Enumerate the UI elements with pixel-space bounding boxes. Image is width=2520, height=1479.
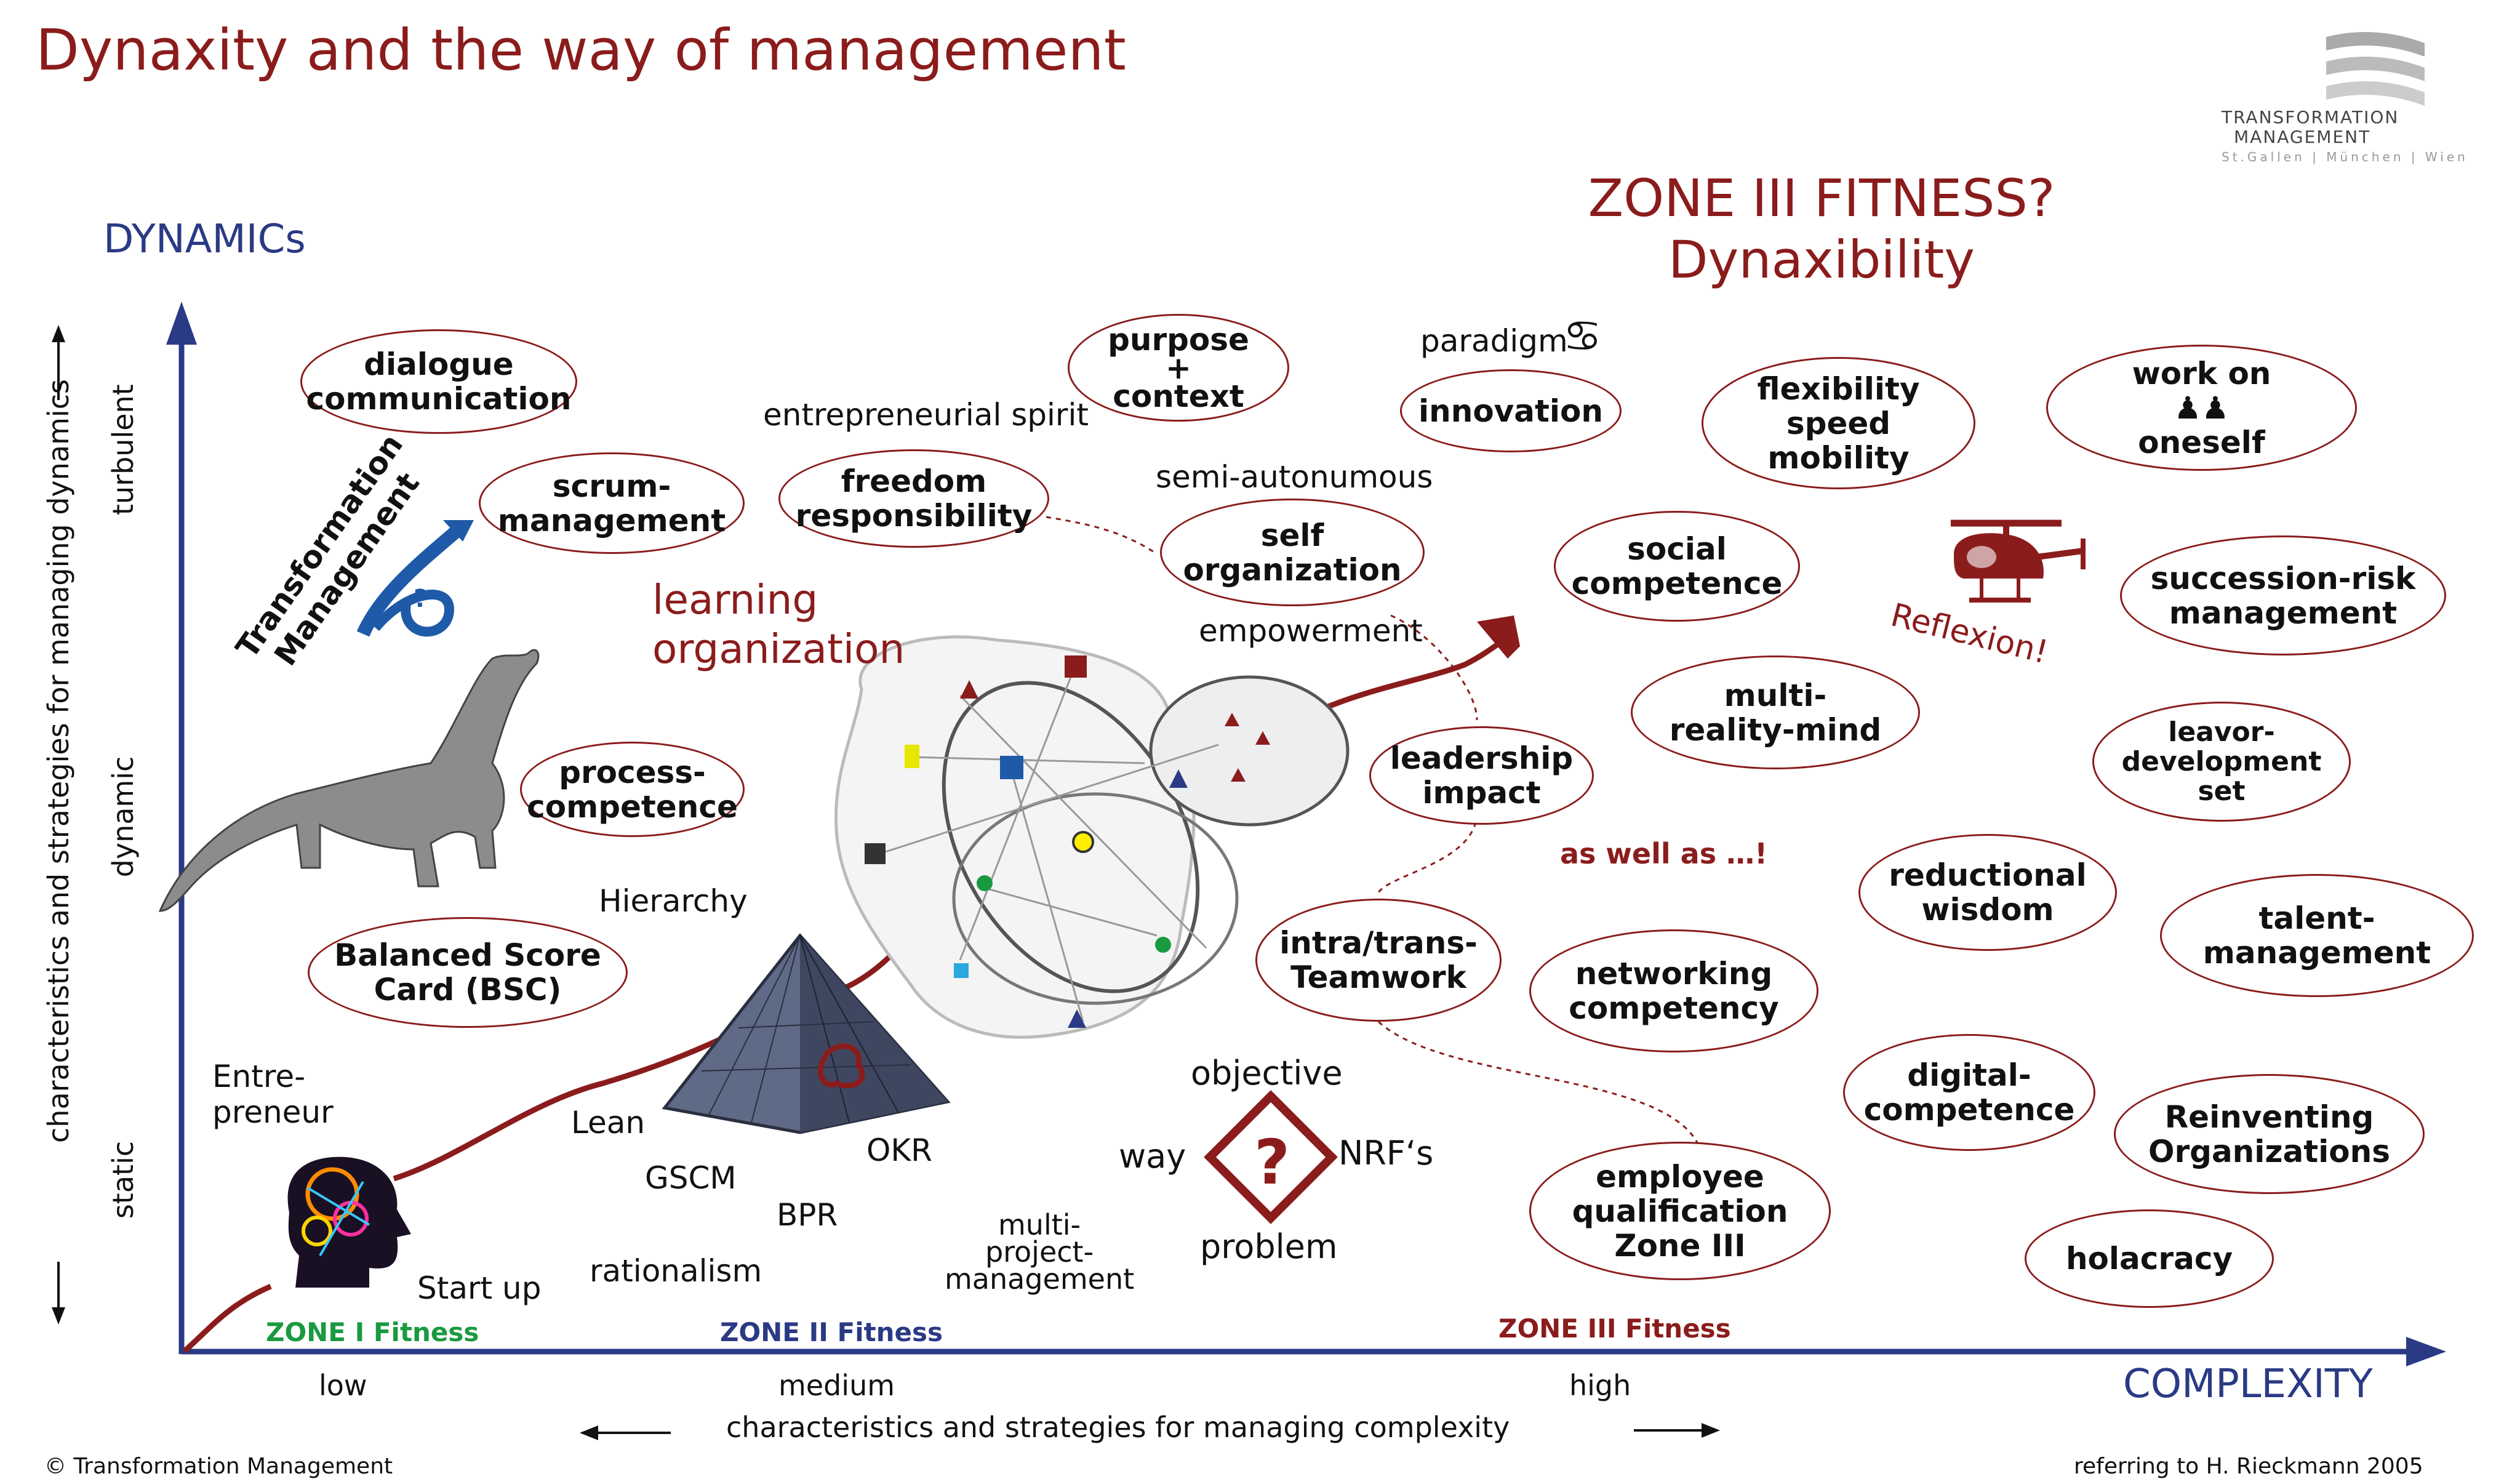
label-semi-autonomous: semi-autonumous [1156,459,1433,495]
tm-swirl-graphic [356,520,474,637]
oval-reductional-wisdom: reductional wisdom [1858,834,2117,951]
oval-leadership-impact: leadership impact [1369,726,1594,825]
label-rationalism: rationalism [590,1253,762,1289]
network-graphic [834,635,1350,1039]
oval-succession-risk-management: succession-risk management [2120,535,2446,655]
zone-two-fitness: ZONE II Fitness [720,1317,943,1347]
dotted-freedom-self [1046,516,1158,555]
zone-heading-line1: ZONE III FITNESS? [1588,168,2055,228]
y-level-turbulent: turbulent [106,384,140,515]
x-axis-title: COMPLEXITY [2123,1361,2373,1407]
y-caption-arrow-down-head [52,1307,65,1325]
x-level-high: high [1569,1369,1631,1402]
oval-employee-qualification-zone-three: employee qualification Zone III [1529,1142,1831,1280]
problem-question-mark: ? [1254,1126,1290,1198]
oval-intra-trans-teamwork: intra/trans- Teamwork [1255,899,1502,1022]
oval-dialogue-communication: dialogue communication [300,329,577,434]
oval-reinventing-organizations: Reinventing Organizations [2114,1074,2425,1194]
label-gscm: GSCM [645,1160,737,1196]
dotted-leadership-intra [1377,812,1478,893]
helicopter-graphic [1951,519,2086,603]
paradigm-shift-icon: ♋ [1563,311,1602,361]
oval-flexibility-speed-mobility: flexibility speed mobility [1702,357,1975,489]
oval-holacracy: holacracy [2025,1209,2274,1308]
y-level-static: static [106,1140,140,1219]
oval-innovation: innovation [1400,369,1622,452]
y-level-dynamic: dynamic [106,756,140,878]
logo-text: TRANSFORMATION MANAGEMENT St.Gallen | Mü… [2222,108,2468,167]
pyramid-knot [817,1043,865,1089]
head-graphic [287,1156,411,1288]
label-okr: OKR [866,1132,932,1168]
label-way: way [1119,1137,1186,1176]
curve-arrowhead [1477,615,1520,659]
x-caption-arrow-left-head [580,1425,598,1440]
oval-leavor-development-set: leavor- development set [2092,702,2351,822]
label-hierarchy: Hierarchy [599,883,748,919]
logo-line2: MANAGEMENT [2234,127,2371,147]
oval-talent-management: talent- management [2160,874,2474,997]
label-nrfs: NRF‘s [1338,1134,1434,1172]
oval-balanced-score-card: Balanced Score Card (BSC) [308,917,628,1028]
zone-one-fitness: ZONE I Fitness [266,1317,479,1347]
oval-purpose-context: purpose + context [1068,314,1289,422]
dinosaur-graphic [158,649,540,912]
y-axis-arrowhead [166,302,197,345]
y-axis-title: DYNAMICs [103,217,306,262]
tm-question-mark: ? [414,585,428,613]
problem-diamond [1204,1090,1338,1224]
oval-scrum-management: scrum- management [479,452,745,554]
x-level-low: low [319,1369,367,1402]
logo-line1: TRANSFORMATION [2222,107,2399,127]
x-axis-caption: characteristics and strategies for manag… [726,1411,1510,1444]
label-objective: objective [1191,1054,1343,1092]
footer-reference: referring to H. Rieckmann 2005 [2074,1454,2423,1479]
oval-self-organization: self organization [1160,499,1425,606]
x-axis-arrowhead [2406,1337,2446,1366]
oval-work-on-oneself: work on ♟♟ oneself [2046,345,2357,471]
footer-copyright: © Transformation Management [44,1454,393,1479]
oval-freedom-responsibility: freedom responsibility [778,449,1049,548]
label-multi-project-management: multi- project- management [945,1208,1135,1296]
label-as-well-as: as well as …! [1560,837,1768,870]
label-paradigm: paradigm [1420,323,1568,359]
y-caption-arrow-up-head [52,325,65,342]
label-start-up: Start up [417,1270,542,1306]
oval-process-competence: process- competence [520,742,745,837]
y-axis-caption: characteristics and strategies for manag… [42,379,75,1143]
label-learning-organization: learning organization [652,576,905,673]
x-caption-arrow-right-head [1702,1423,1720,1438]
dotted-intra-employee [1377,1020,1700,1145]
zone-heading-line2: Dynaxibility [1668,230,1975,290]
label-lean: Lean [571,1105,646,1140]
zone-three-fitness: ZONE III Fitness [1498,1313,1731,1344]
label-problem: problem [1200,1227,1338,1266]
logo-mark [2326,32,2425,106]
label-entrepreneurial-spirit: entrepreneurial spirit [763,397,1089,433]
x-level-medium: medium [778,1369,895,1402]
label-entrepreneur: Entre- preneur [212,1059,334,1130]
page-title: Dynaxity and the way of management [36,17,1126,83]
oval-multi-reality-mind: multi- reality-mind [1631,655,1920,769]
label-bpr: BPR [777,1197,838,1233]
oval-digital-competence: digital- competence [1843,1034,2095,1151]
label-empowerment: empowerment [1199,613,1423,649]
oval-networking-competency: networking competency [1529,929,1818,1052]
logo-line3: St.Gallen | München | Wien [2222,150,2468,164]
zone-three-fitness-heading: ZONE III FITNESS? Dynaxibility [1551,167,2092,291]
oval-social-competence: social competence [1554,511,1800,622]
